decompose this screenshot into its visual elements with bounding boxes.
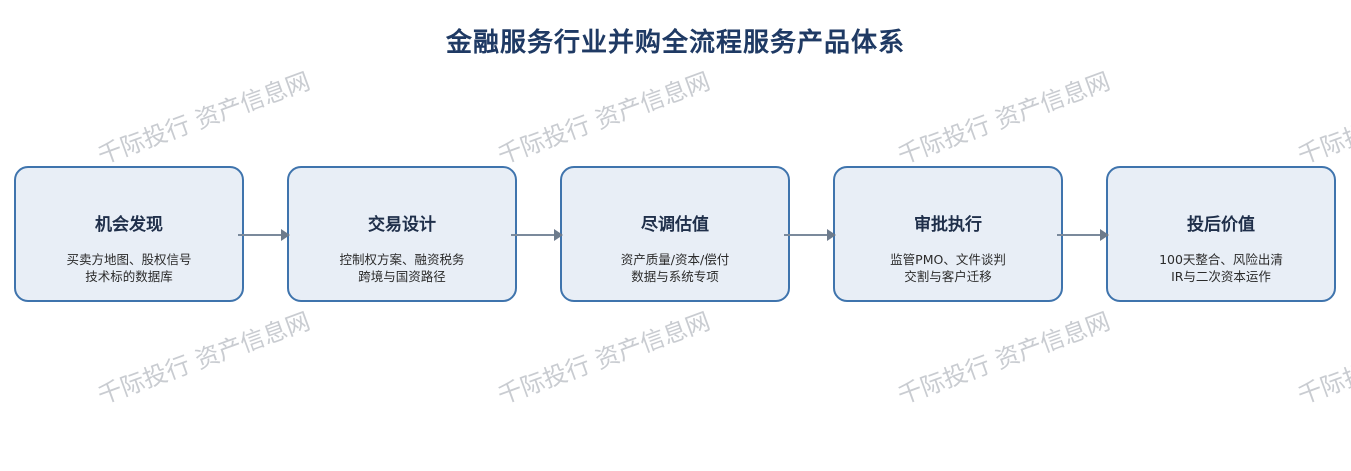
step-description-line: 100天整合、风险出清 <box>1159 252 1283 267</box>
step-description-line: 控制权方案、融资税务 <box>339 252 465 267</box>
step-description: 资产质量/资本/偿付 数据与系统专项 <box>562 251 788 285</box>
step-title: 尽调估值 <box>641 215 709 235</box>
watermark: 千际投行 资产信息网 <box>94 307 314 410</box>
flow-arrow <box>238 229 290 241</box>
step-description: 监管PMO、文件谈判 交割与客户迁移 <box>835 251 1061 285</box>
flow-arrow <box>1057 229 1109 241</box>
watermark: 千际投行 资产信息网 <box>94 67 314 170</box>
watermark: 千际投行 资产信息网 <box>494 307 714 410</box>
process-step-box: 尽调估值 资产质量/资本/偿付 数据与系统专项 <box>560 166 790 302</box>
step-description-line: IR与二次资本运作 <box>1171 269 1271 284</box>
step-description-line: 数据与系统专项 <box>631 269 719 284</box>
watermark: 千际投行 资产信息网 <box>1294 67 1351 170</box>
step-description: 买卖方地图、股权信号 技术标的数据库 <box>16 251 242 285</box>
step-description-line: 交割与客户迁移 <box>904 269 992 284</box>
step-title: 审批执行 <box>914 215 982 235</box>
step-description: 100天整合、风险出清 IR与二次资本运作 <box>1108 251 1334 285</box>
step-description-line: 跨境与国资路径 <box>358 269 446 284</box>
process-step-box: 交易设计 控制权方案、融资税务 跨境与国资路径 <box>287 166 517 302</box>
flow-arrow <box>784 229 836 241</box>
watermark: 千际投行 资产信息网 <box>894 307 1114 410</box>
step-description-line: 资产质量/资本/偿付 <box>620 252 730 267</box>
process-step-box: 投后价值 100天整合、风险出清 IR与二次资本运作 <box>1106 166 1336 302</box>
process-step-box: 审批执行 监管PMO、文件谈判 交割与客户迁移 <box>833 166 1063 302</box>
step-description: 控制权方案、融资税务 跨境与国资路径 <box>289 251 515 285</box>
step-title: 交易设计 <box>368 215 436 235</box>
watermark: 千际投行 资产信息网 <box>1294 307 1351 410</box>
process-step-box: 机会发现 买卖方地图、股权信号 技术标的数据库 <box>14 166 244 302</box>
step-title: 投后价值 <box>1187 215 1255 235</box>
step-title: 机会发现 <box>95 215 163 235</box>
watermark: 千际投行 资产信息网 <box>894 67 1114 170</box>
flow-arrow <box>511 229 563 241</box>
diagram-title: 金融服务行业并购全流程服务产品体系 <box>445 28 905 58</box>
step-description-line: 技术标的数据库 <box>85 269 173 284</box>
watermark: 千际投行 资产信息网 <box>494 67 714 170</box>
step-description-line: 监管PMO、文件谈判 <box>890 252 1006 267</box>
step-description-line: 买卖方地图、股权信号 <box>66 252 192 267</box>
